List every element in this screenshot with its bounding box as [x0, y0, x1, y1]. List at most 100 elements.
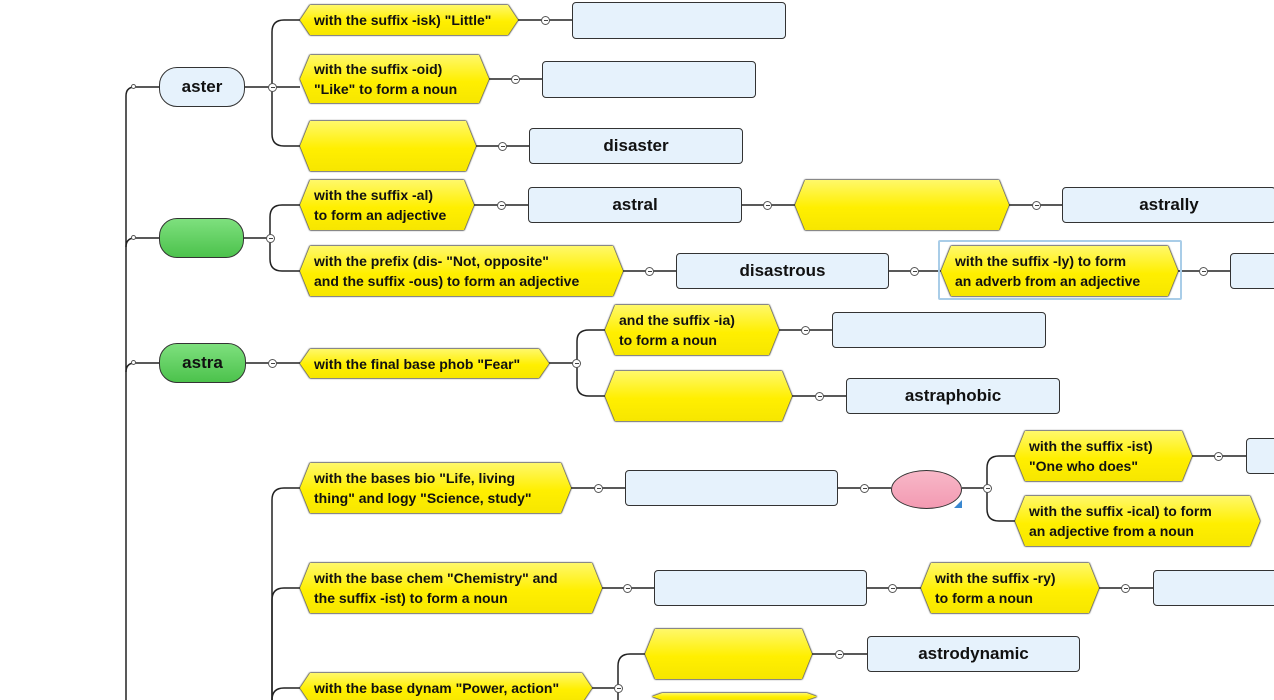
branch-line: with the final base phob "Fear" [314, 355, 521, 372]
answer-box-ly[interactable] [1230, 253, 1274, 289]
collapse-toggle-icon[interactable] [815, 392, 824, 401]
branch-line: thing" and logy "Science, study" [314, 490, 532, 506]
collapse-toggle-icon[interactable] [572, 359, 581, 368]
selection-highlight [938, 240, 1182, 300]
collapse-toggle-icon[interactable] [1214, 452, 1223, 461]
collapse-toggle-icon[interactable] [266, 234, 275, 243]
branch-blank-astral[interactable] [795, 180, 1009, 230]
collapse-toggle-icon[interactable] [498, 142, 507, 151]
collapse-toggle-icon[interactable] [910, 267, 919, 276]
answer-box-isk[interactable] [572, 2, 786, 39]
collapse-toggle-icon[interactable] [888, 584, 897, 593]
collapse-toggle-icon[interactable] [497, 201, 506, 210]
collapse-toggle-icon[interactable] [1032, 201, 1041, 210]
branch-line: to form a noun [619, 332, 717, 348]
branch-line: with the bases bio "Life, living [314, 470, 516, 486]
branch-wrap: with the suffix -isk) "Little" [300, 5, 518, 35]
collapse-toggle-icon[interactable] [614, 684, 623, 693]
answer-text: astral [612, 195, 658, 214]
collapse-toggle-icon[interactable] [1121, 584, 1130, 593]
branch-line: with the suffix -ical) to form [1029, 503, 1212, 519]
answer-box-astral[interactable]: astral [528, 187, 742, 223]
collapse-toggle-icon[interactable] [983, 484, 992, 493]
branch-suffix-al[interactable]: with the suffix -al) to form an adjectiv… [300, 180, 474, 230]
answer-box-chem[interactable] [654, 570, 867, 606]
connector-dot-icon [131, 84, 136, 89]
branch-wrap: with the base chem "Chemistry" and the s… [300, 563, 602, 613]
branch-blank-phob[interactable] [605, 371, 792, 421]
branch-wrap: with the prefix (dis- "Not, opposite" an… [300, 246, 623, 296]
branch-line: an adverb from an adjective [955, 273, 1141, 289]
branch-line: an adjective from a noun [1029, 523, 1194, 539]
branch-base-dynam[interactable]: with the base dynam "Power, action" [300, 673, 592, 700]
pink-ellipse-node[interactable] [891, 470, 962, 509]
collapse-toggle-icon[interactable] [511, 75, 520, 84]
branch-wrap: with the bases bio "Life, living thing" … [300, 463, 571, 513]
answer-box-disaster[interactable]: disaster [529, 128, 743, 164]
branch-suffix-oid[interactable]: with the suffix -oid) "Like" to form a n… [300, 55, 489, 103]
collapse-toggle-icon[interactable] [801, 326, 810, 335]
branch-suffix-isk[interactable]: with the suffix -isk) "Little" [300, 5, 518, 35]
root-node-astra[interactable]: astra [159, 343, 246, 383]
connector-dot-icon [131, 235, 136, 240]
collapse-toggle-icon[interactable] [645, 267, 654, 276]
branch-base-phob[interactable]: with the final base phob "Fear" [300, 349, 549, 378]
branch-suffix-ly[interactable]: with the suffix -ly) to form an adverb f… [941, 246, 1178, 296]
branch-blank-dynam[interactable] [645, 629, 812, 679]
resize-handle-icon[interactable] [954, 500, 962, 508]
answer-text: astrodynamic [918, 644, 1029, 663]
connector-dot-icon [131, 360, 136, 365]
branch-wrap: with the suffix -ical) to form an adject… [1015, 496, 1260, 546]
collapse-toggle-icon[interactable] [541, 16, 550, 25]
branch-line: with the base dynam "Power, action" [314, 680, 560, 696]
branch-base-chem[interactable]: with the base chem "Chemistry" and the s… [300, 563, 602, 613]
collapse-toggle-icon[interactable] [763, 201, 772, 210]
branch-line: the suffix -ist) to form a noun [314, 590, 508, 606]
answer-text: disaster [603, 136, 669, 155]
branch-suffix-ry[interactable]: with the suffix -ry) to form a noun [921, 563, 1099, 613]
answer-box-oid[interactable] [542, 61, 756, 98]
branch-blank-dynam-2[interactable] [652, 693, 817, 700]
branch-wrap: with the suffix -ry) to form a noun [921, 563, 1099, 613]
branch-line: with the suffix -ist) [1029, 438, 1153, 454]
branch-wrap [645, 629, 812, 679]
branch-line: to form an adjective [314, 207, 447, 223]
branch-suffix-ist-one[interactable]: with the suffix -ist) "One who does" [1015, 431, 1192, 481]
branch-wrap [605, 371, 792, 421]
collapse-toggle-icon[interactable] [623, 584, 632, 593]
answer-box-astraphobic[interactable]: astraphobic [846, 378, 1060, 414]
answer-box-ry[interactable] [1153, 570, 1274, 606]
branch-wrap: with the suffix -oid) "Like" to form a n… [300, 55, 489, 103]
branch-line: to form a noun [935, 590, 1033, 606]
branch-prefix-dis-suffix-ous[interactable]: with the prefix (dis- "Not, opposite" an… [300, 246, 623, 296]
branch-blank-aster[interactable] [300, 121, 476, 171]
answer-box-astrodynamic[interactable]: astrodynamic [867, 636, 1080, 672]
answer-box-ia[interactable] [832, 312, 1046, 348]
branch-line: and the suffix -ia) [619, 312, 735, 328]
branch-wrap: with the suffix -ist) "One who does" [1015, 431, 1192, 481]
collapse-toggle-icon[interactable] [594, 484, 603, 493]
answer-box-disastrous[interactable]: disastrous [676, 253, 889, 289]
root-label: aster [181, 77, 223, 96]
collapse-toggle-icon[interactable] [1199, 267, 1208, 276]
branch-line: and the suffix -ous) to form an adjectiv… [314, 273, 580, 289]
answer-box-ist-one[interactable] [1246, 438, 1274, 474]
root-node-blank[interactable] [159, 218, 244, 258]
branch-line: with the suffix -al) [314, 187, 433, 203]
branch-line: with the suffix -oid) [314, 61, 443, 77]
collapse-toggle-icon[interactable] [835, 650, 844, 659]
collapse-toggle-icon[interactable] [860, 484, 869, 493]
branch-wrap: with the suffix -ly) to form an adverb f… [941, 246, 1178, 296]
answer-box-astrally[interactable]: astrally [1062, 187, 1274, 223]
branch-line: with the prefix (dis- "Not, opposite" [314, 253, 549, 269]
collapse-toggle-icon[interactable] [268, 83, 277, 92]
branch-line: with the suffix -isk) "Little" [314, 12, 492, 28]
root-label: astra [182, 353, 223, 372]
answer-box-biology[interactable] [625, 470, 838, 506]
branch-suffix-ical[interactable]: with the suffix -ical) to form an adject… [1015, 496, 1260, 546]
branch-bases-bio-logy[interactable]: with the bases bio "Life, living thing" … [300, 463, 571, 513]
collapse-toggle-icon[interactable] [268, 359, 277, 368]
branch-suffix-ia[interactable]: and the suffix -ia) to form a noun [605, 305, 779, 355]
root-node-aster[interactable]: aster [159, 67, 245, 107]
